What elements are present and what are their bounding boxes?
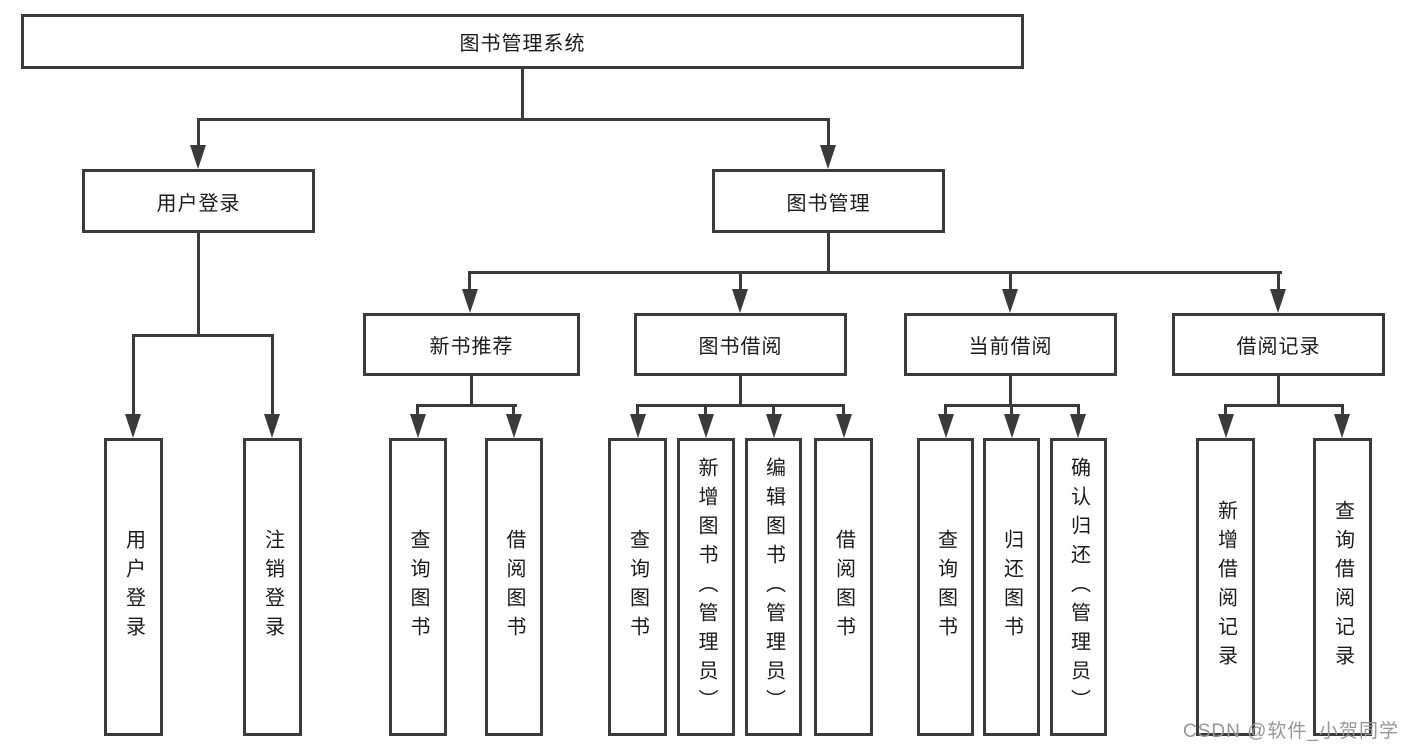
leaf-query-books-current: 查询图书	[917, 438, 974, 736]
connector-arrowhead	[766, 414, 782, 438]
connector-drop-module	[468, 271, 471, 292]
connector-arrowhead	[836, 414, 852, 438]
leaf-label: 借阅图书	[503, 529, 525, 645]
leaf-return-books: 归还图书	[983, 438, 1040, 736]
connector-arrowhead	[506, 414, 522, 438]
leaf-confirm-return-admin: 确认归还（管理员）	[1050, 438, 1107, 736]
connector-arrowhead	[1218, 414, 1234, 438]
leaf-query-borrow-record: 查询借阅记录	[1313, 438, 1372, 736]
connector-arrowhead	[1270, 289, 1286, 313]
connector-drop-module	[1277, 271, 1280, 292]
connector-root-bar	[197, 118, 830, 121]
leaf-label: 新增图书（管理员）	[695, 456, 717, 718]
connector-drop-leaf	[772, 404, 775, 416]
connector-book-management-stem	[827, 233, 830, 274]
leaf-label: 新增借阅记录	[1214, 500, 1237, 674]
connector-arrowhead	[190, 145, 206, 169]
connector-arrowhead	[820, 145, 836, 169]
node-current-borrowing: 当前借阅	[904, 313, 1117, 376]
connector-drop-leaf	[1224, 404, 1227, 416]
connector-drop-leaf	[704, 404, 707, 416]
node-book-management: 图书管理	[712, 169, 945, 233]
connector-arrowhead	[1070, 414, 1086, 438]
connector-arrowhead	[462, 289, 478, 313]
connector-drop-leaf	[512, 404, 515, 416]
leaf-label: 查询图书	[626, 529, 649, 645]
node-label: 新书推荐	[429, 336, 514, 358]
leaf-label: 查询借阅记录	[1331, 500, 1354, 674]
leaf-label: 用户登录	[122, 529, 145, 645]
node-new-book-recommend: 新书推荐	[363, 313, 580, 376]
connector-drop-leaf	[1010, 404, 1013, 416]
connector-user-login-stem	[197, 233, 200, 334]
connector-root-stem	[521, 69, 524, 120]
connector-drop-leaf	[1341, 404, 1344, 416]
connector-book-borrow-stem	[739, 376, 742, 407]
connector-borrow-records-stem	[1277, 376, 1280, 407]
connector-arrowhead	[264, 414, 280, 438]
leaf-query-books-recommend: 查询图书	[389, 438, 447, 736]
leaf-user-login: 用户登录	[104, 438, 163, 736]
leaf-edit-book-admin: 编辑图书（管理员）	[745, 438, 802, 736]
leaf-borrow-books-recommend: 借阅图书	[485, 438, 543, 736]
connector-arrowhead	[732, 289, 748, 313]
connector-drop-leaf	[271, 334, 274, 416]
connector-drop-user-login	[197, 118, 200, 147]
leaf-label: 归还图书	[1000, 529, 1023, 645]
connector-book-borrow-bar	[636, 404, 845, 407]
connector-drop-leaf	[842, 404, 845, 416]
leaf-label: 注销登录	[261, 529, 284, 645]
leaf-label: 借阅图书	[832, 529, 855, 645]
connector-drop-module	[1009, 271, 1012, 292]
node-label: 借阅记录	[1236, 336, 1321, 358]
node-label: 图书借阅	[698, 336, 783, 358]
connector-arrowhead	[1002, 289, 1018, 313]
leaf-label: 编辑图书（管理员）	[762, 456, 785, 718]
node-root: 图书管理系统	[21, 14, 1024, 69]
connector-drop-leaf	[944, 404, 947, 416]
connector-drop-leaf	[132, 334, 135, 416]
connector-current-borrow-stem	[1009, 376, 1012, 407]
connector-drop-leaf	[1077, 404, 1080, 416]
leaf-label: 查询图书	[934, 529, 957, 645]
leaf-logout: 注销登录	[243, 438, 302, 736]
leaf-add-borrow-record: 新增借阅记录	[1196, 438, 1255, 736]
node-label: 用户登录	[156, 192, 241, 215]
leaf-borrow-books-borrowing: 借阅图书	[814, 438, 873, 736]
leaf-label: 确认归还（管理员）	[1067, 456, 1090, 718]
connector-arrowhead	[630, 414, 646, 438]
connector-user-login-bar	[132, 334, 274, 337]
connector-arrowhead	[125, 414, 141, 438]
connector-borrow-records-bar	[1224, 404, 1344, 407]
node-user-login: 用户登录	[82, 169, 315, 233]
connector-drop-book-management	[827, 118, 830, 147]
connector-arrowhead	[1004, 414, 1020, 438]
node-label: 图书管理	[786, 192, 871, 215]
connector-drop-module	[739, 271, 742, 292]
watermark: CSDN @软件_小贺同学	[1183, 721, 1399, 742]
node-book-borrowing: 图书借阅	[634, 313, 847, 376]
connector-level3-bar	[468, 271, 1282, 274]
node-label: 当前借阅	[968, 336, 1053, 358]
leaf-label: 查询图书	[407, 529, 429, 645]
node-root-label: 图书管理系统	[459, 33, 586, 55]
leaf-query-books-borrowing: 查询图书	[608, 438, 667, 736]
connector-arrowhead	[938, 414, 954, 438]
connector-drop-leaf	[636, 404, 639, 416]
connector-arrowhead	[698, 414, 714, 438]
leaf-add-book-admin: 新增图书（管理员）	[677, 438, 735, 736]
connector-new-book-bar	[416, 404, 517, 407]
connector-arrowhead	[1334, 414, 1350, 438]
connector-arrowhead	[410, 414, 426, 438]
connector-drop-leaf	[416, 404, 419, 416]
node-borrowing-records: 借阅记录	[1172, 313, 1385, 376]
connector-new-book-stem	[470, 376, 473, 407]
